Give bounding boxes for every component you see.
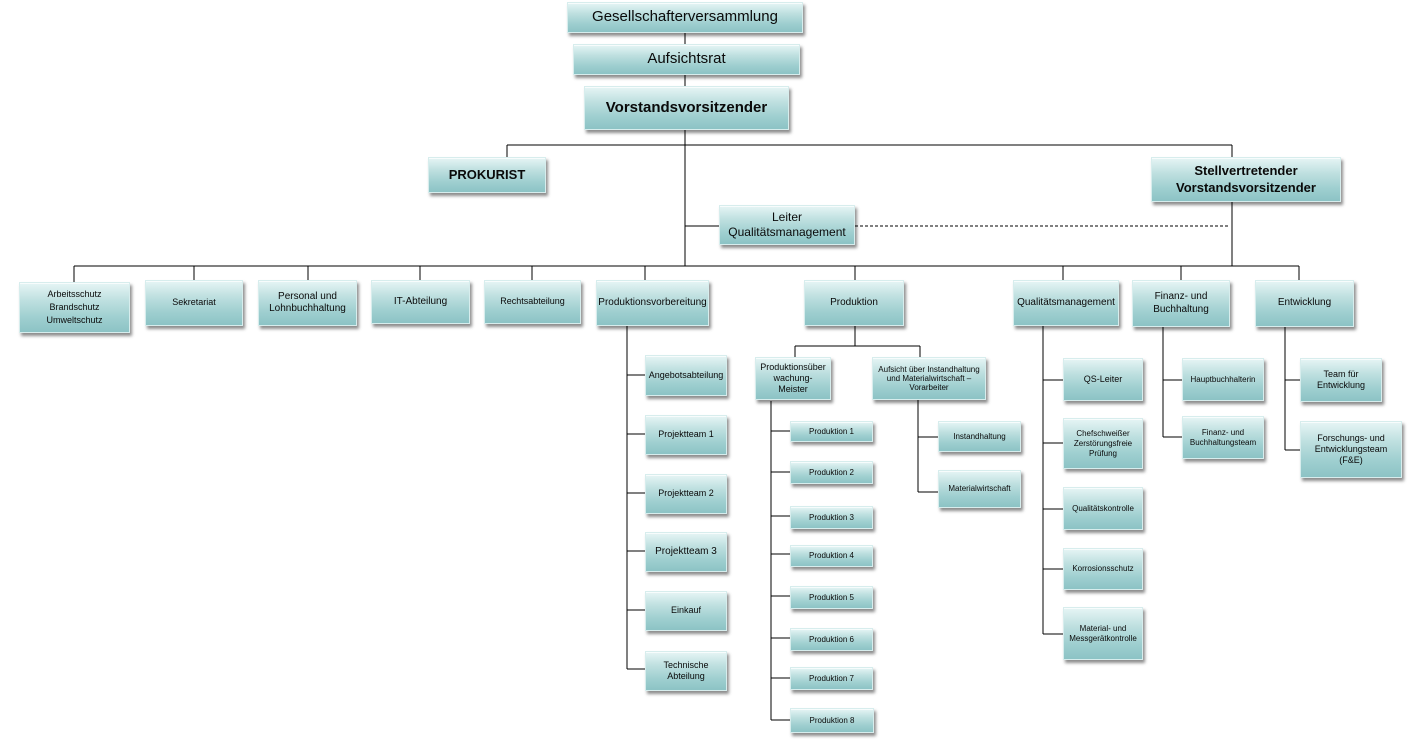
node-arbeitsschutz: Arbeitsschutz Brandschutz Umweltschutz <box>19 282 130 333</box>
node-team-fuer-entwicklung: Team für Entwicklung <box>1300 358 1382 402</box>
node-produktion-7: Produktion 7 <box>790 667 873 690</box>
node-finanz-buchhaltung: Finanz- und Buchhaltung <box>1132 280 1230 327</box>
node-sekretariat: Sekretariat <box>145 280 243 326</box>
node-qualitaetskontrolle: Qualitätskontrolle <box>1063 487 1143 530</box>
node-entwicklung: Entwicklung <box>1255 280 1354 327</box>
node-instandhaltung: Instandhaltung <box>938 421 1021 452</box>
node-material-messgeraetkontrolle: Material- und Messgerätkontrolle <box>1063 607 1143 660</box>
node-hauptbuchhalterin: Hauptbuchhalterin <box>1182 358 1264 401</box>
node-rechtsabteilung: Rechtsabteilung <box>484 280 581 324</box>
node-produktion-8: Produktion 8 <box>790 708 874 733</box>
node-chefschweisser: Chefschweißer Zerstörungsfreie Prüfung <box>1063 418 1143 469</box>
node-gesellschafterversammlung: Gesellschafterversammlung <box>567 2 803 33</box>
node-projektteam-3: Projektteam 3 <box>645 532 727 572</box>
node-qs-leiter: QS-Leiter <box>1063 358 1143 401</box>
node-it-abteilung: IT-Abteilung <box>371 280 470 324</box>
node-einkauf: Einkauf <box>645 591 727 631</box>
node-forschungs-entwicklungsteam: Forschungs- und Entwicklungsteam (F&E) <box>1300 421 1402 478</box>
node-projektteam-1: Projektteam 1 <box>645 415 727 455</box>
node-materialwirtschaft: Materialwirtschaft <box>938 470 1021 508</box>
node-produktion-4: Produktion 4 <box>790 545 873 567</box>
node-korrosionsschutz: Korrosionsschutz <box>1063 548 1143 590</box>
node-produktion-5: Produktion 5 <box>790 586 873 609</box>
node-aufsicht-instandhaltung: Aufsicht über Instandhaltung und Materia… <box>872 357 986 400</box>
node-projektteam-2: Projektteam 2 <box>645 474 727 514</box>
node-produktionsueberwachung-meister: Produktionsüber wachung- Meister <box>755 357 831 400</box>
node-leiter-qualitaetsmanagement: Leiter Qualitätsmanagement <box>719 205 855 245</box>
node-aufsichtsrat: Aufsichtsrat <box>573 44 800 75</box>
node-stellvertretender-vorstandsvorsitzender: Stellvertretender Vorstandsvorsitzender <box>1151 157 1341 202</box>
node-personal-lohnbuchhaltung: Personal und Lohnbuchhaltung <box>258 280 357 326</box>
node-produktion-3: Produktion 3 <box>790 506 873 529</box>
node-prokurist: PROKURIST <box>428 157 546 193</box>
node-produktionsvorbereitung: Produktionsvorbereitung <box>596 280 709 326</box>
node-vorstandsvorsitzender: Vorstandsvorsitzender <box>584 86 789 130</box>
node-produktion-6: Produktion 6 <box>790 628 873 651</box>
node-produktion-1: Produktion 1 <box>790 421 873 442</box>
node-angebotsabteilung: Angebotsabteilung <box>645 355 727 396</box>
node-produktion-2: Produktion 2 <box>790 461 873 484</box>
node-technische-abteilung: Technische Abteilung <box>645 651 727 691</box>
node-qualitaetsmanagement: Qualitätsmanagement <box>1013 280 1119 326</box>
node-produktion: Produktion <box>804 280 904 326</box>
node-finanz-buchhaltungsteam: Finanz- und Buchhaltungsteam <box>1182 416 1264 459</box>
